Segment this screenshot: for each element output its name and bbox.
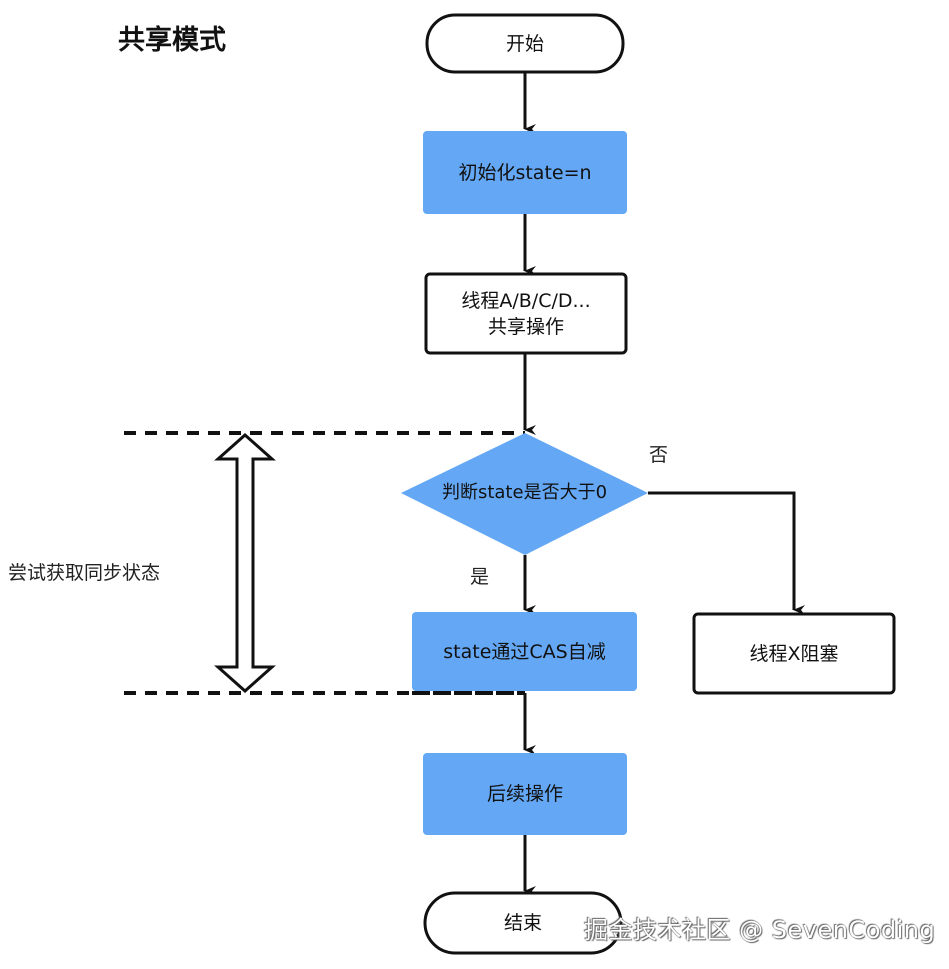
cas-node bbox=[412, 612, 637, 691]
init-node bbox=[423, 131, 627, 214]
init-label: 初始化state=n bbox=[458, 161, 592, 184]
watermark: 掘金技术社区 @ SevenCoding bbox=[584, 916, 936, 944]
decision-label: 判断state是否大于0 bbox=[441, 482, 608, 503]
edge-label-no: 否 bbox=[649, 444, 669, 466]
diagram-title: 共享模式 bbox=[118, 25, 226, 56]
threads-label: 线程A/B/C/D... 共享操作 bbox=[426, 274, 626, 353]
cas-label: state通过CAS自减 bbox=[443, 640, 606, 663]
edge-label-yes: 是 bbox=[470, 566, 490, 588]
double-arrow-icon bbox=[214, 432, 276, 694]
blocked-node bbox=[692, 612, 896, 695]
decision-node bbox=[401, 433, 648, 555]
annotation-label: 尝试获取同步状态 bbox=[8, 562, 161, 584]
followup-node bbox=[423, 753, 627, 835]
threads-label-line1: 线程A/B/C/D... bbox=[461, 289, 591, 312]
end-node bbox=[423, 891, 623, 955]
followup-label: 后续操作 bbox=[486, 783, 563, 805]
end-label: 结束 bbox=[503, 912, 542, 934]
start-label: 开始 bbox=[505, 32, 544, 55]
arrow-no-branch bbox=[648, 491, 805, 615]
blocked-label: 线程X阻塞 bbox=[749, 642, 839, 665]
threads-label-line2: 共享操作 bbox=[487, 315, 564, 338]
